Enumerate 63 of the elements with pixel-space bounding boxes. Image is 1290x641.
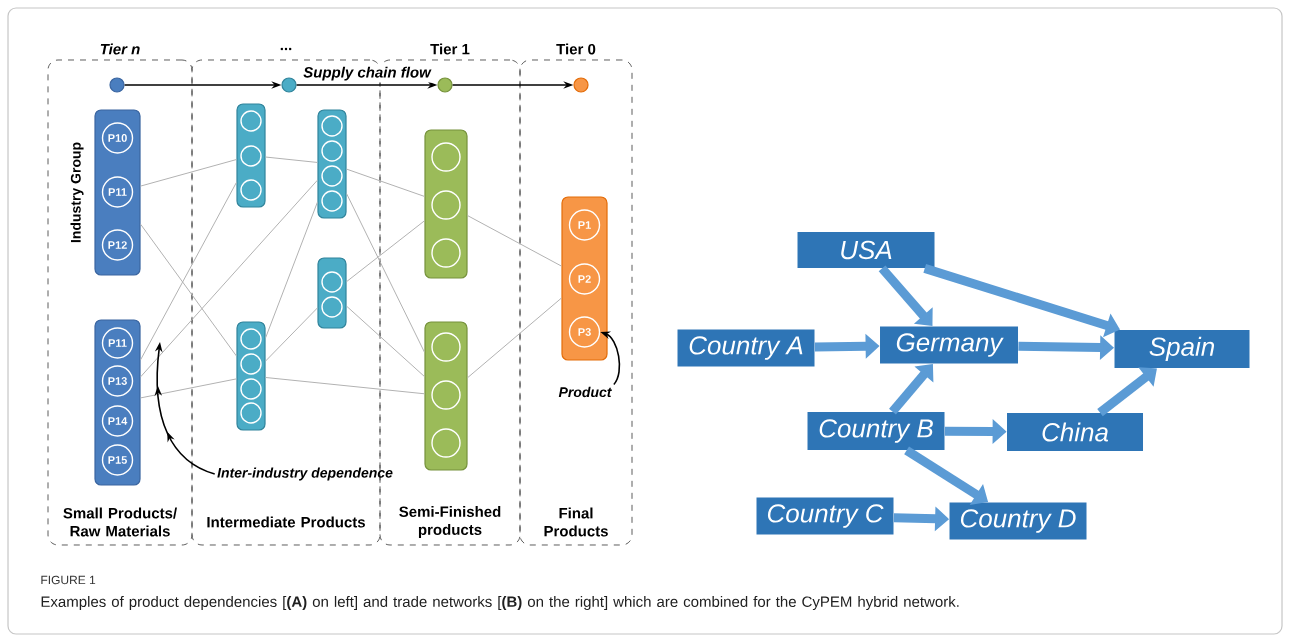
flow-dot [573, 77, 589, 93]
circle [240, 353, 262, 375]
caption: Examples of product dependencies [(A) on left] and trade networks [(B) on the right] which are combined for the CyPEM hybrid network. [41, 596, 959, 610]
flow-dot [437, 77, 453, 93]
dependency-link [265, 201, 318, 339]
country-box: Country B [807, 412, 945, 450]
dependency-link [140, 182, 237, 361]
circle [321, 271, 343, 293]
node-label: Tier 1 [430, 43, 470, 55]
edge-label: Supply chain flow [301, 64, 433, 83]
dependency-link [265, 307, 318, 362]
dependency-link [346, 168, 425, 197]
country-box: China [1007, 413, 1143, 451]
circle [240, 378, 262, 400]
circle [321, 190, 343, 212]
dependency-link [140, 378, 237, 399]
product-bar [94, 319, 141, 486]
circle [240, 402, 262, 424]
node-label: Tier 0 [556, 43, 596, 55]
circle [321, 165, 343, 187]
flow-dot [281, 77, 297, 93]
product-bar [424, 129, 468, 279]
circle [431, 238, 461, 268]
circle [431, 332, 461, 362]
circle [321, 115, 343, 137]
circle [240, 328, 262, 350]
product-bar [317, 257, 347, 329]
node-label: ... [280, 47, 292, 51]
dependency-link [140, 179, 318, 378]
dependency-link [140, 159, 237, 187]
dependency-link [467, 215, 562, 267]
circle [431, 190, 461, 220]
dependency-link [140, 223, 237, 357]
circle [431, 428, 461, 458]
circle [431, 142, 461, 172]
circle [321, 296, 343, 318]
product-bar [561, 196, 608, 361]
dependency-link [346, 305, 425, 377]
country-box: Country D [949, 502, 1087, 540]
country-box: Spain [1114, 330, 1250, 368]
product-bar [424, 321, 468, 471]
dependency-link [467, 297, 562, 379]
trade-arrow [1097, 367, 1157, 417]
side-label: Industry Group [70, 142, 84, 243]
country-box: USA [797, 232, 935, 268]
annotation-text: Inter-industry dependence [217, 467, 393, 481]
circle [240, 179, 262, 201]
node-label: Tier n [100, 43, 140, 55]
country-box: Country A [677, 329, 815, 367]
circle [321, 140, 343, 162]
country-box: Country C [756, 497, 894, 535]
circle [240, 145, 262, 167]
circle [240, 110, 262, 132]
dependency-link [346, 193, 425, 353]
dependency-link [265, 377, 425, 395]
figure-number: FIGURE 1 [41, 575, 96, 585]
country-box: Germany [880, 326, 1018, 364]
annotation-text: Product [558, 386, 612, 398]
dependency-link [265, 156, 318, 163]
flow-dot [109, 77, 125, 93]
dependency-link [346, 220, 425, 283]
product-bar [236, 103, 266, 208]
circle [431, 380, 461, 410]
